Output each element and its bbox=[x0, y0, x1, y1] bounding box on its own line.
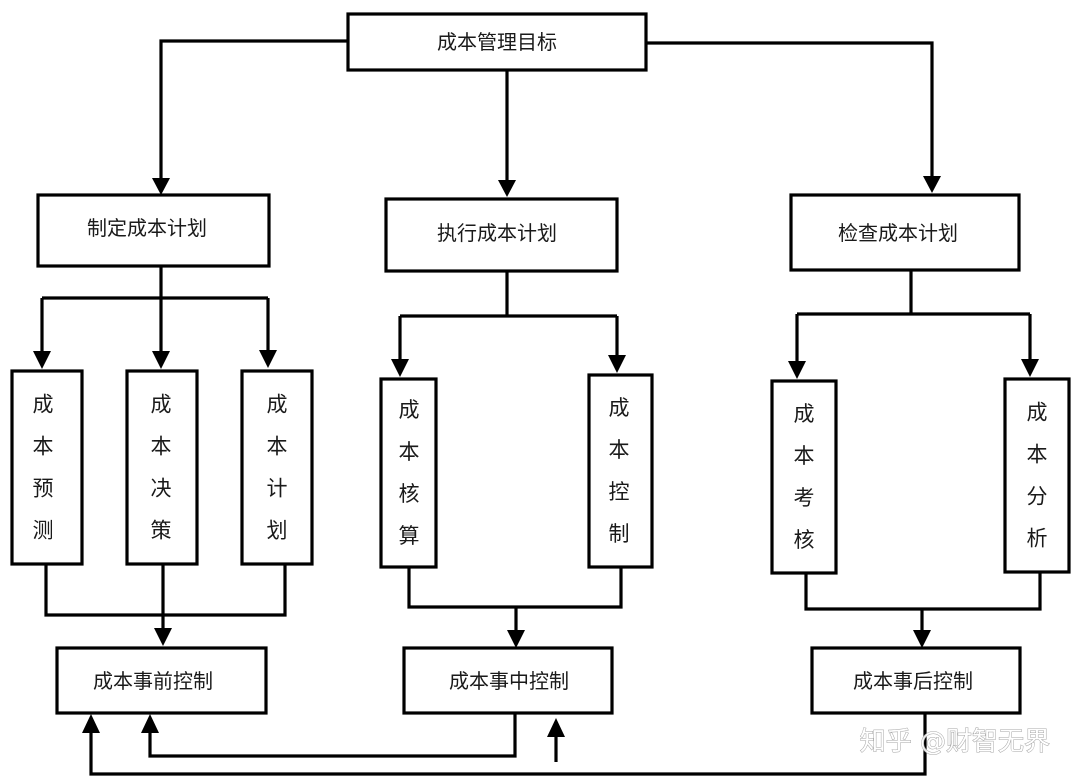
child-label-char: 成 bbox=[33, 393, 54, 417]
arrow-head bbox=[913, 630, 931, 648]
phase-node-execute: 执行成本计划 bbox=[384, 197, 619, 273]
arrow-head bbox=[152, 351, 170, 369]
feedback-post-to-pre bbox=[89, 714, 927, 776]
arrow-head bbox=[547, 718, 565, 737]
child-label: 成本决策 bbox=[151, 393, 172, 543]
output-node-pre-control: 成本事前控制 bbox=[55, 646, 268, 715]
child-label-char: 本 bbox=[151, 435, 172, 459]
child-label-char: 成 bbox=[794, 402, 815, 426]
child-label-char: 控 bbox=[609, 480, 630, 504]
connector-phase-2-split bbox=[398, 271, 619, 360]
output-label: 成本事前控制 bbox=[93, 669, 213, 693]
child-label: 成本分析 bbox=[1027, 401, 1048, 551]
arrow-head bbox=[154, 628, 172, 646]
connector-phase-1-merge bbox=[44, 564, 287, 630]
child-label-char: 成 bbox=[267, 393, 288, 417]
child-label: 成本核算 bbox=[399, 398, 420, 548]
connector-phase-3-split bbox=[795, 270, 1032, 362]
connector-root-to-phase-3 bbox=[647, 41, 934, 178]
child-label-char: 成 bbox=[609, 396, 630, 420]
child-label-char: 本 bbox=[267, 435, 288, 459]
child-label-char: 测 bbox=[33, 519, 54, 543]
child-label: 成本计划 bbox=[267, 393, 288, 543]
watermark-text: 知乎 @财智无界 bbox=[860, 727, 1050, 757]
child-label-char: 核 bbox=[399, 482, 420, 506]
arrow-head bbox=[141, 714, 159, 733]
child-label-char: 决 bbox=[151, 477, 172, 501]
child-label-char: 析 bbox=[1027, 527, 1048, 551]
arrow-head bbox=[152, 178, 170, 195]
child-label-char: 策 bbox=[151, 519, 172, 543]
arrow-head bbox=[82, 714, 100, 733]
child-node-accounting: 成本核算 bbox=[379, 377, 438, 569]
child-label-char: 预 bbox=[33, 477, 54, 501]
output-node-post-control: 成本事后控制 bbox=[810, 646, 1022, 715]
child-node-decision: 成本决策 bbox=[125, 369, 199, 566]
arrow-head bbox=[923, 176, 941, 193]
connectors bbox=[33, 39, 1042, 776]
child-node-control: 成本控制 bbox=[587, 373, 654, 569]
output-node-mid-control: 成本事中控制 bbox=[402, 646, 614, 715]
child-label-char: 本 bbox=[794, 444, 815, 468]
connector-phase-2-merge bbox=[407, 567, 623, 632]
child-label-char: 考 bbox=[794, 486, 815, 510]
arrow-head bbox=[259, 350, 277, 368]
child-label-char: 分 bbox=[1027, 485, 1048, 509]
arrow-head bbox=[608, 355, 626, 373]
child-label-char: 成 bbox=[1027, 401, 1048, 425]
child-label-char: 本 bbox=[399, 440, 420, 464]
child-node-assessment: 成本考核 bbox=[770, 379, 838, 575]
child-node-forecast: 成本预测 bbox=[10, 369, 84, 566]
child-label: 成本考核 bbox=[794, 402, 815, 552]
phase-node-plan: 制定成本计划 bbox=[36, 193, 271, 268]
output-label: 成本事中控制 bbox=[449, 669, 569, 693]
connector-root-to-phase-1 bbox=[159, 39, 348, 180]
child-label-char: 成 bbox=[399, 398, 420, 422]
child-label-char: 算 bbox=[399, 524, 420, 548]
child-label: 成本预测 bbox=[33, 393, 54, 543]
output-label: 成本事后控制 bbox=[853, 669, 973, 693]
arrow-head bbox=[507, 630, 525, 648]
child-label-char: 本 bbox=[609, 438, 630, 462]
connector-phase-3-merge bbox=[804, 572, 1042, 632]
child-label-char: 划 bbox=[267, 519, 288, 543]
arrow-head bbox=[498, 180, 516, 197]
child-node-plan: 成本计划 bbox=[240, 369, 314, 566]
phase-label: 执行成本计划 bbox=[437, 221, 557, 245]
arrow-head bbox=[1021, 359, 1039, 377]
phase-label: 制定成本计划 bbox=[87, 216, 207, 240]
child-label: 成本控制 bbox=[609, 396, 630, 546]
child-label-char: 计 bbox=[267, 477, 288, 501]
phase-node-check: 检查成本计划 bbox=[789, 193, 1021, 272]
child-label-char: 本 bbox=[33, 435, 54, 459]
phase-label: 检查成本计划 bbox=[838, 221, 958, 245]
child-label-char: 本 bbox=[1027, 443, 1048, 467]
child-label-char: 成 bbox=[151, 393, 172, 417]
root-label: 成本管理目标 bbox=[437, 30, 557, 54]
child-label-char: 核 bbox=[794, 528, 815, 552]
arrow-head bbox=[391, 359, 409, 377]
arrow-head bbox=[788, 361, 806, 379]
root-node: 成本管理目标 bbox=[346, 12, 648, 72]
child-node-analysis: 成本分析 bbox=[1003, 377, 1071, 574]
feedback-mid-to-pre bbox=[148, 714, 517, 758]
arrow-head bbox=[33, 351, 51, 369]
connector-phase-1-split bbox=[40, 266, 270, 352]
child-label-char: 制 bbox=[609, 522, 630, 546]
